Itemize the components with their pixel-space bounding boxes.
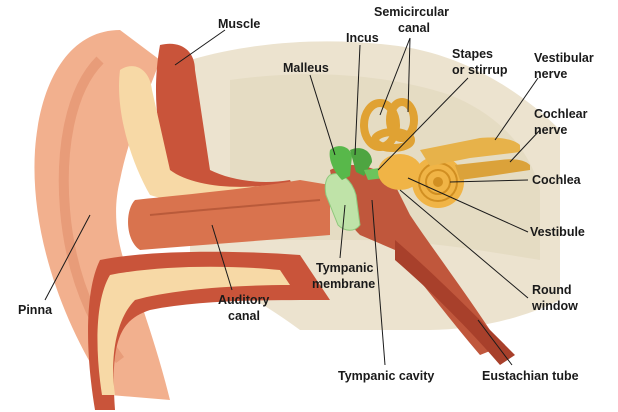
leader-pinna (44, 214, 91, 301)
label-tympanic-cavity: Tympanic cavity (338, 369, 434, 383)
leader-round-window (399, 189, 529, 299)
leader-malleus (309, 74, 336, 156)
label-vestibular-nerve-line2: nerve (534, 67, 567, 81)
leader-vestibule (407, 177, 529, 233)
cochlear-nerve-shape (455, 159, 530, 180)
leader-semicircular-1 (379, 37, 411, 116)
leader-stapes (377, 77, 469, 171)
label-auditory-canal-line2: canal (228, 309, 260, 323)
semicircular-canals-shape (360, 98, 418, 152)
label-stapes-line1: Stapes (452, 47, 493, 61)
leader-cochlear-nerve (509, 129, 541, 163)
vestibule-shape (378, 154, 422, 190)
label-tympanic-membrane-line2: membrane (312, 277, 375, 291)
leader-muscle (174, 29, 226, 66)
auditory-canal-shape (128, 180, 330, 250)
vestibular-nerve-shape (420, 137, 520, 166)
label-semicircular-line1: Semicircular (374, 5, 449, 19)
label-vestibular-nerve-line1: Vestibular (534, 51, 594, 65)
label-tympanic-membrane-line1: Tympanic (316, 261, 373, 275)
incus-shape (350, 148, 372, 176)
leader-cochlea (449, 179, 529, 183)
label-eustachian-tube: Eustachian tube (482, 369, 579, 383)
label-auditory-canal-line1: Auditory (218, 293, 269, 307)
label-incus: Incus (346, 31, 379, 45)
eustachian-tube-shape (395, 240, 515, 365)
leader-auditory-canal (211, 224, 233, 291)
label-cochlea: Cochlea (532, 173, 582, 187)
label-cochlear-nerve-line1: Cochlear (534, 107, 588, 121)
label-round-window-line1: Round (532, 283, 572, 297)
label-vestibule: Vestibule (530, 225, 585, 239)
cochlea-shape (412, 156, 464, 208)
muscle-upper (155, 43, 300, 202)
label-pinna: Pinna (18, 303, 53, 317)
label-muscle: Muscle (218, 17, 260, 31)
label-stapes-line2: or stirrup (452, 63, 508, 77)
leader-vestibular-nerve (494, 77, 539, 141)
cartilage-lower (97, 266, 290, 395)
tympanic-membrane-shape (324, 173, 361, 231)
leader-semicircular-2 (407, 37, 411, 113)
cartilage-upper (119, 66, 276, 203)
leader-incus (354, 44, 361, 156)
leader-tympanic-cavity (371, 199, 386, 366)
label-round-window-line2: window (531, 299, 578, 313)
canal-ridges (149, 199, 321, 216)
leader-tympanic-membrane (339, 204, 346, 259)
label-malleus: Malleus (283, 61, 329, 75)
label-cochlear-nerve-line2: nerve (534, 123, 567, 137)
leader-eustachian (477, 319, 513, 366)
label-semicircular-line2: canal (398, 21, 430, 35)
